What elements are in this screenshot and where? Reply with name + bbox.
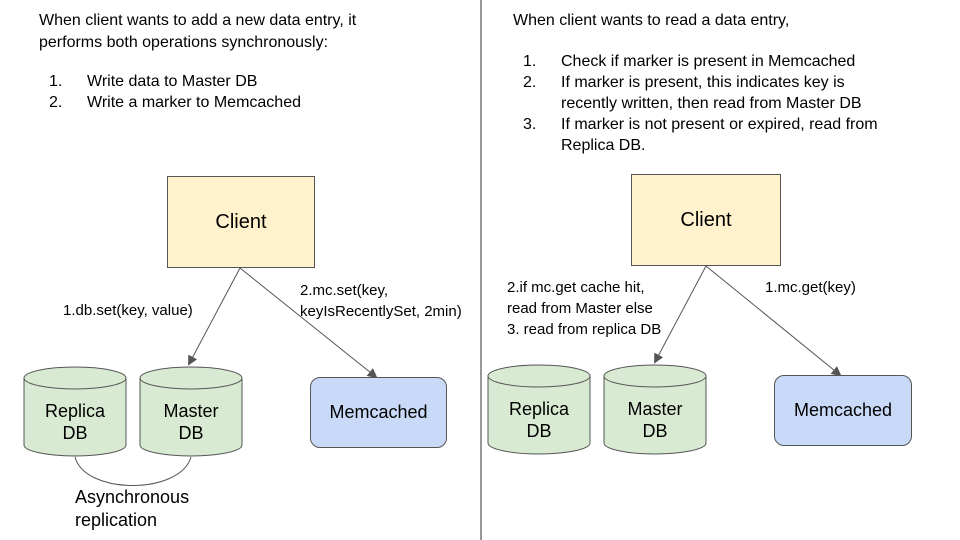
async-replication-label: Asynchronous replication	[75, 486, 189, 532]
right-step-3-line-1: If marker is not present or expired, rea…	[561, 116, 878, 133]
right-memcached-label: Memcached	[793, 400, 893, 420]
left-master-db-label-line-2: DB	[178, 423, 204, 443]
left-step-1: 1. Write data to Master DB	[39, 71, 459, 92]
left-replica-db-label-line-2: DB	[62, 423, 88, 443]
right-arrow-db-read	[654, 265, 707, 364]
right-replica-db-label-line-2: DB	[526, 421, 552, 441]
async-replication-curve	[74, 456, 192, 486]
left-step-1-num: 1.	[49, 73, 63, 90]
right-step-2: 2. If marker is present, this indicates …	[513, 72, 953, 114]
right-client-label: Client	[680, 208, 732, 231]
async-replication-label-line-2: replication	[75, 510, 158, 530]
right-master-db-label-line-1: Master	[627, 399, 683, 419]
left-edge-mc-label: 2.mc.set(key, keyIsRecentlySet, 2min)	[300, 280, 462, 322]
right-edge-db-label: 2.if mc.get cache hit, read from Master …	[507, 277, 661, 340]
right-step-2-line-2: recently written, then read from Master …	[561, 95, 862, 112]
left-steps: 1. Write data to Master DB 2. Write a ma…	[39, 71, 459, 113]
left-arrow-mc-set	[239, 267, 378, 379]
left-intro: When client wants to add a new data entr…	[39, 10, 356, 54]
right-edge-db-label-line-2: read from Master else	[507, 300, 653, 317]
right-step-3: 3. If marker is not present or expired, …	[513, 114, 953, 156]
right-step-3-num: 3.	[523, 116, 537, 133]
left-replica-db-cylinder	[23, 366, 127, 457]
right-replica-db-cylinder	[487, 364, 591, 455]
right-client-box: Client	[631, 174, 781, 266]
left-intro-line-1: When client wants to add a new data entr…	[39, 12, 357, 29]
right-memcached-box: Memcached	[774, 375, 912, 446]
right-step-2-line-1: If marker is present, this indicates key…	[561, 74, 845, 91]
left-replica-db-label: Replica DB	[24, 400, 126, 444]
left-edge-mc-label-line-2: keyIsRecentlySet, 2min)	[300, 303, 462, 320]
right-step-2-num: 2.	[523, 74, 537, 91]
left-edge-db-label: 1.db.set(key, value)	[63, 302, 193, 319]
right-master-db-label: Master DB	[604, 398, 706, 442]
left-step-2-text: Write a marker to Memcached	[87, 94, 301, 111]
left-memcached-label: Memcached	[329, 402, 428, 422]
right-intro: When client wants to read a data entry,	[513, 12, 790, 29]
right-step-1: 1. Check if marker is present in Memcach…	[513, 51, 953, 72]
left-arrow-db-set	[188, 267, 241, 366]
right-step-3-line-2: Replica DB.	[561, 137, 646, 154]
right-step-1-line-1: Check if marker is present in Memcached	[561, 53, 856, 70]
left-master-db-label: Master DB	[140, 400, 242, 444]
right-master-db-cylinder	[603, 364, 707, 455]
left-master-db-label-line-1: Master	[163, 401, 219, 421]
right-steps: 1. Check if marker is present in Memcach…	[513, 51, 953, 156]
left-master-db-cylinder	[139, 366, 243, 457]
left-step-2: 2. Write a marker to Memcached	[39, 92, 459, 113]
left-step-1-text: Write data to Master DB	[87, 73, 258, 90]
left-replica-db-label-line-1: Replica	[44, 401, 106, 421]
left-intro-line-2: performs both operations synchronously:	[39, 34, 329, 51]
right-step-1-num: 1.	[523, 53, 537, 70]
right-master-db-label-line-2: DB	[642, 421, 668, 441]
left-memcached-box: Memcached	[310, 377, 447, 448]
right-arrow-mc-get	[705, 265, 842, 377]
right-edge-db-label-line-3: 3. read from replica DB	[507, 321, 662, 338]
async-replication-label-line-1: Asynchronous	[75, 487, 190, 507]
right-replica-db-label-line-1: Replica	[508, 399, 570, 419]
right-replica-db-label: Replica DB	[488, 398, 590, 442]
right-edge-mc-label: 1.mc.get(key)	[765, 279, 856, 296]
left-client-label: Client	[215, 210, 267, 233]
left-client-box: Client	[167, 176, 315, 268]
left-step-2-num: 2.	[49, 94, 63, 111]
right-edge-db-label-line-1: 2.if mc.get cache hit,	[507, 279, 645, 296]
left-edge-mc-label-line-1: 2.mc.set(key,	[300, 282, 389, 299]
